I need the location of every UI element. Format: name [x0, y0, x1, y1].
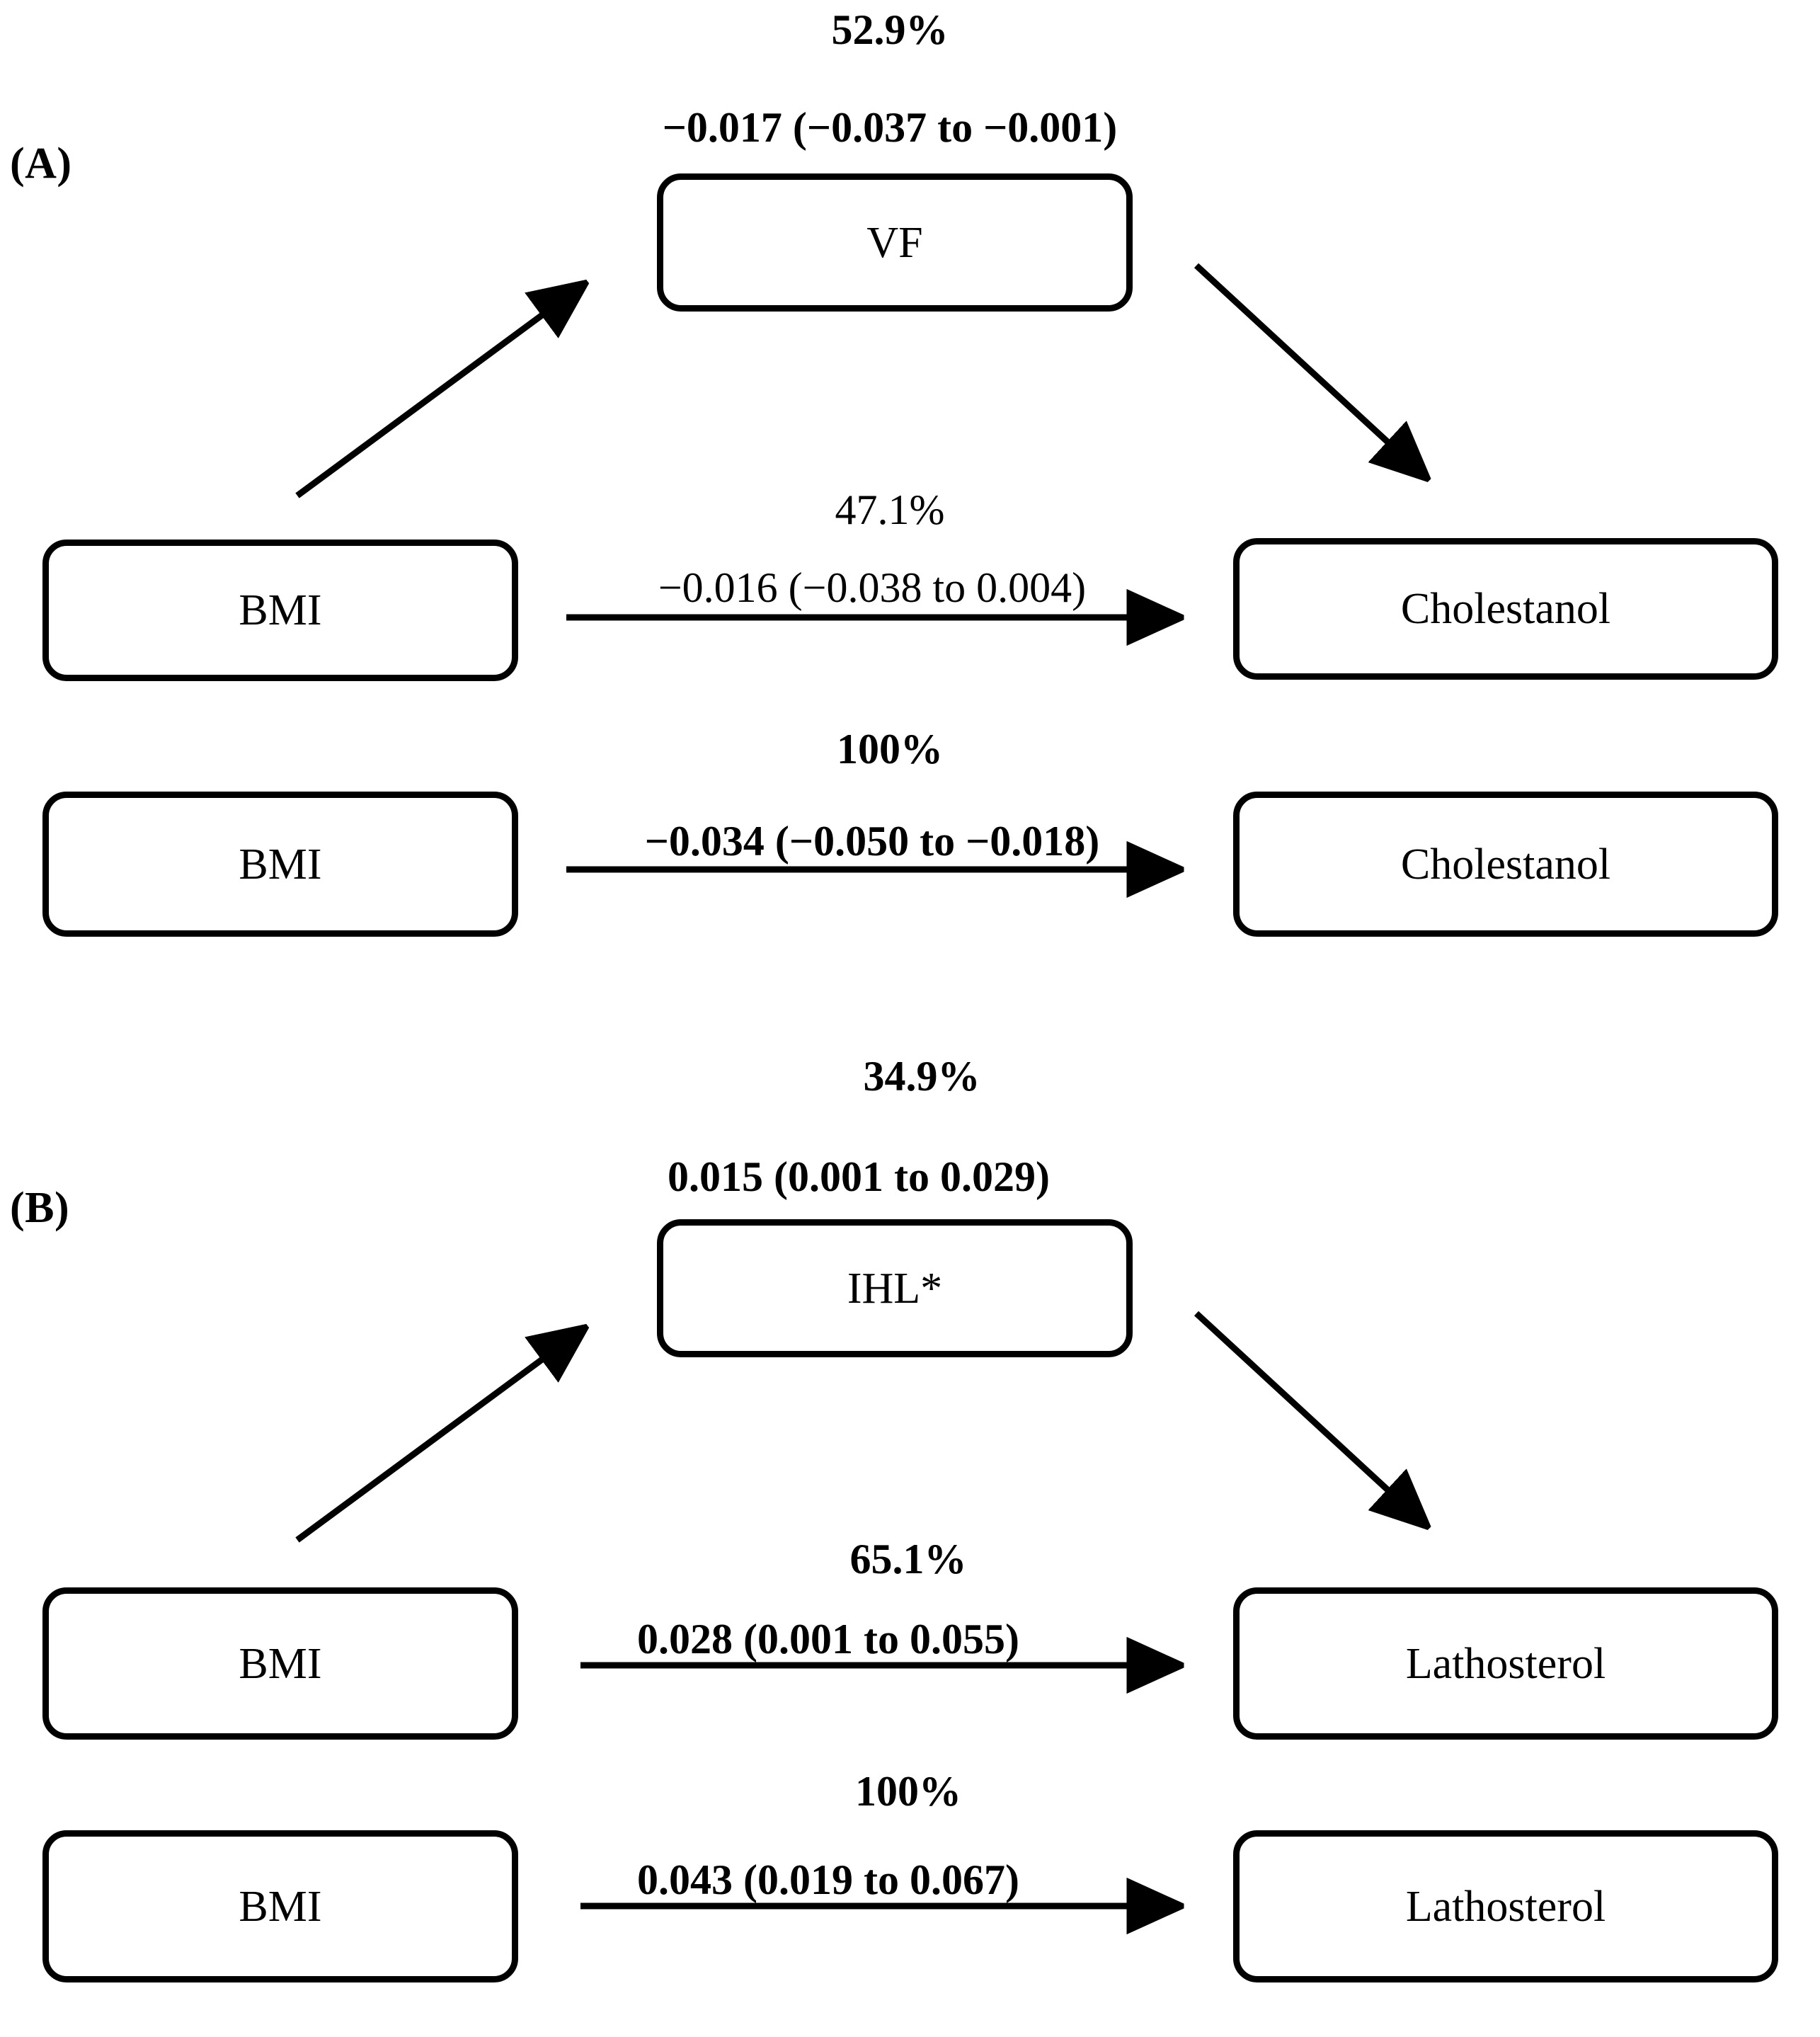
panel-a-mediator-percent: 52.9%: [831, 6, 949, 53]
panel-b-outcome-node-2: Lathosterol: [1233, 1830, 1778, 1982]
panel-a-outcome-node-2: Cholestanol: [1233, 792, 1778, 937]
arrow-b-ihl-to-outcome: [1194, 1311, 1423, 1522]
panel-b-outcome-label-2: Lathosterol: [1405, 1882, 1606, 1931]
panel-b-mediator-percent: 34.9%: [863, 1053, 980, 1100]
panel-a-total-percent: 100%: [837, 726, 943, 772]
panel-b-direct-percent: 65.1%: [849, 1536, 967, 1582]
panel-b-mediator-node: IHL*: [657, 1219, 1133, 1357]
panel-label-a: (A): [10, 139, 72, 188]
panel-a-outcome-node-1: Cholestanol: [1233, 538, 1778, 680]
panel-b-exposure-label-2: BMI: [239, 1882, 322, 1931]
panel-b-exposure-label-1: BMI: [239, 1639, 322, 1688]
panel-a-direct-coefficient: −0.016 (−0.038 to 0.004): [658, 564, 1087, 611]
panel-a-outcome-label-2: Cholestanol: [1400, 840, 1611, 889]
panel-b-total-percent: 100%: [855, 1768, 961, 1815]
panel-b-mediator-label: IHL*: [847, 1264, 943, 1313]
panel-a-direct-percent: 47.1%: [835, 486, 945, 533]
panel-a-mediator-label: VF: [866, 218, 923, 267]
panel-b-direct-coefficient: 0.028 (0.001 to 0.055): [637, 1616, 1019, 1662]
panel-a-exposure-label-1: BMI: [239, 586, 322, 634]
panel-a-outcome-label-1: Cholestanol: [1400, 585, 1611, 633]
panel-b-mediator-coefficient: 0.015 (0.001 to 0.029): [668, 1153, 1050, 1200]
panel-b-total-coefficient: 0.043 (0.019 to 0.067): [637, 1856, 1019, 1903]
panel-a-exposure-node-1: BMI: [42, 540, 518, 681]
panel-b-exposure-node-2: BMI: [42, 1830, 518, 1982]
panel-label-b: (B): [10, 1184, 70, 1232]
panel-a-exposure-label-2: BMI: [239, 840, 322, 889]
panel-a-mediator-node: VF: [657, 173, 1133, 312]
arrow-a-bmi-to-vf: [295, 287, 580, 498]
panel-b-outcome-label-1: Lathosterol: [1405, 1639, 1606, 1688]
panel-a-mediator-coefficient: −0.017 (−0.037 to −0.001): [662, 104, 1118, 151]
panel-a-exposure-node-2: BMI: [42, 792, 518, 937]
arrow-b-bmi-to-ihl: [295, 1331, 580, 1543]
panel-a-total-coefficient: −0.034 (−0.050 to −0.018): [644, 818, 1100, 865]
panel-b-exposure-node-1: BMI: [42, 1587, 518, 1740]
arrow-a-vf-to-outcome: [1194, 263, 1423, 474]
panel-b-outcome-node-1: Lathosterol: [1233, 1587, 1778, 1740]
